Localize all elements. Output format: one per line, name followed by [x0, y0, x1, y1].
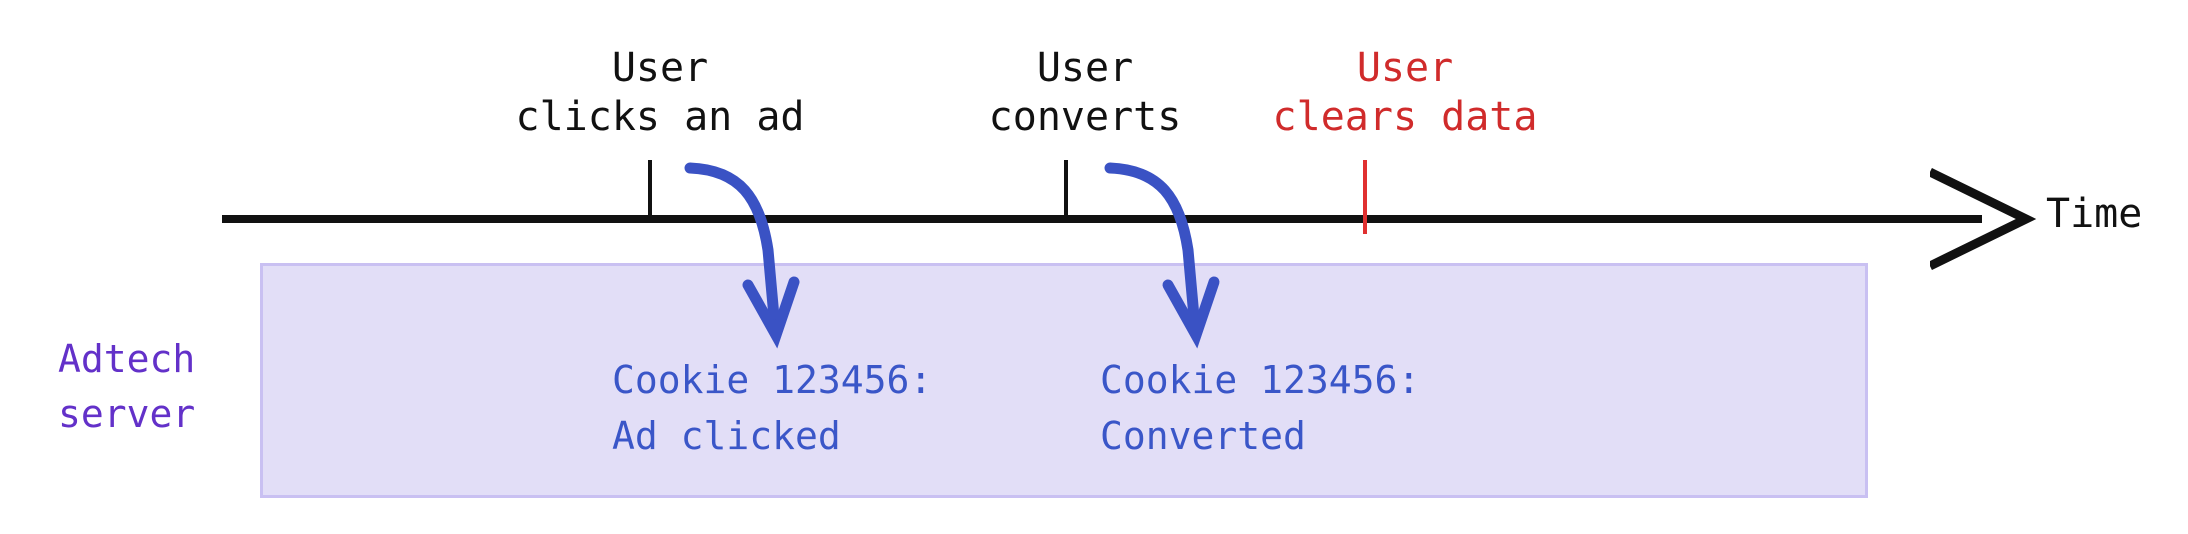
adtech-server-label: Adtech server [58, 337, 196, 437]
timeline-axis [222, 215, 1982, 223]
event-label-clear-data: User clears data [1272, 45, 1538, 140]
tick-conversion [1064, 160, 1068, 220]
curved-arrow-ad-click-icon [684, 162, 800, 349]
server-log-ad-clicked: Cookie 123456: Ad clicked [612, 358, 933, 459]
tick-ad-click [648, 160, 652, 220]
event-label-conversion: User converts [988, 45, 1182, 140]
timeline-arrowhead-icon [1930, 168, 2037, 270]
time-axis-label: Time [2046, 191, 2143, 237]
curved-arrow-conversion-icon [1104, 162, 1220, 349]
server-log-converted: Cookie 123456: Converted [1100, 358, 1421, 459]
adtech-server-box [260, 263, 1868, 498]
tick-clear-data [1363, 160, 1367, 234]
event-label-ad-click: User clicks an ad [515, 45, 805, 140]
